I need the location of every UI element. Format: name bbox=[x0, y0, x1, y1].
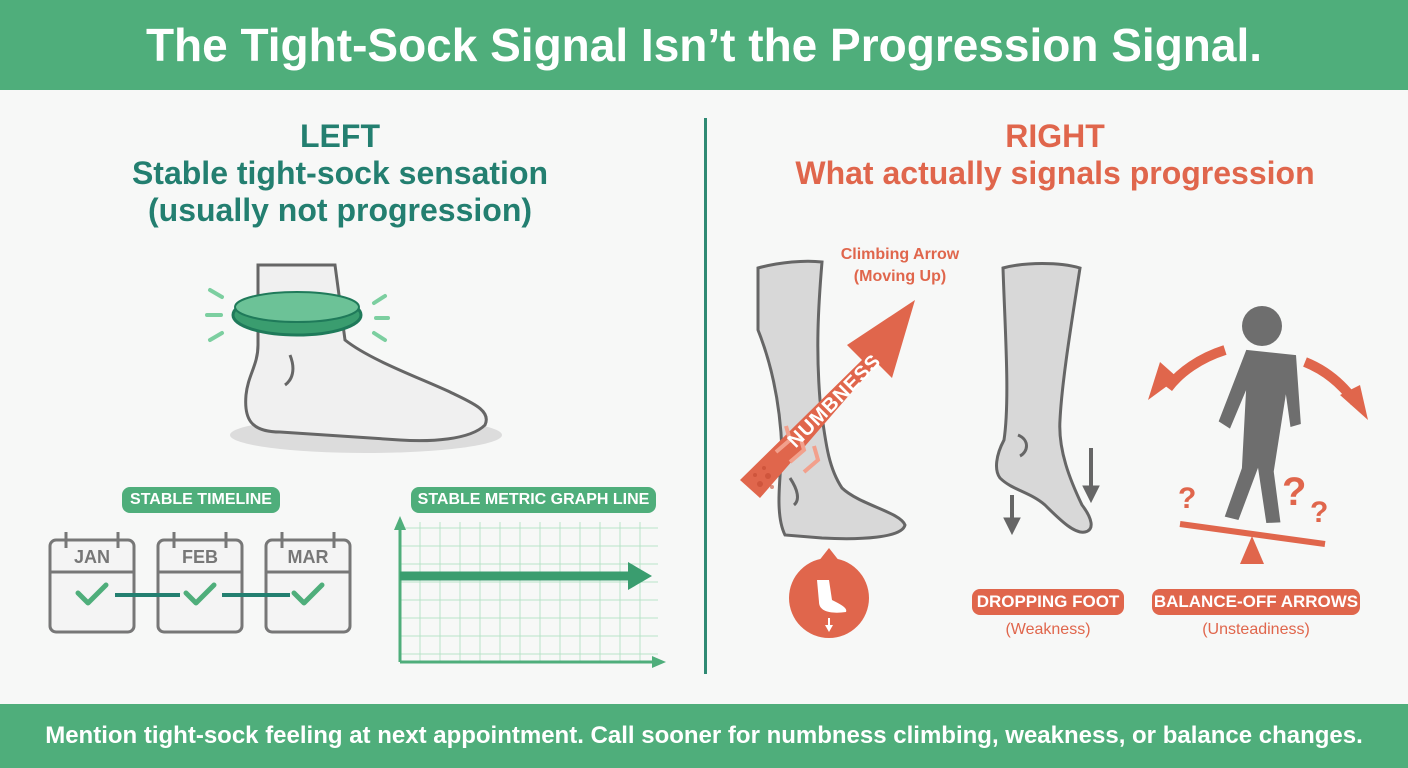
stable-metric-graph-label: STABLE METRIC GRAPH LINE bbox=[411, 487, 656, 513]
stable-timeline-calendars bbox=[48, 532, 352, 634]
climbing-arrow-line1: Climbing Arrow bbox=[840, 246, 960, 263]
checkmark-icons bbox=[75, 582, 325, 606]
balance-off-label: BALANCE-OFF ARROWS bbox=[1152, 589, 1360, 615]
page-title: The Tight-Sock Signal Isn’t the Progress… bbox=[145, 19, 1263, 71]
balance-off-sublabel: (Unsteadiness) bbox=[1202, 621, 1310, 638]
climbing-arrow-callout: Climbing Arrow (Moving Up) bbox=[820, 244, 980, 288]
svg-text:?: ? bbox=[1310, 496, 1328, 529]
footer-text: Mention tight-sock feeling at next appoi… bbox=[45, 722, 1363, 749]
stable-timeline-label: STABLE TIMELINE bbox=[122, 487, 280, 513]
calendar-month-mar: MAR bbox=[287, 547, 329, 567]
left-subheading-line2: (usually not progression) bbox=[147, 192, 533, 228]
stable-metric-graph bbox=[394, 516, 666, 668]
right-heading-block: RIGHT What actually signals progression bbox=[760, 118, 1350, 192]
left-heading-block: LEFT Stable tight-sock sensation (usuall… bbox=[60, 118, 620, 229]
title-banner: The Tight-Sock Signal Isn’t the Progress… bbox=[0, 0, 1408, 90]
numbness-climbing-arrow bbox=[740, 300, 915, 498]
tight-sock-foot-illustration bbox=[205, 263, 502, 453]
right-heading: RIGHT bbox=[1005, 118, 1105, 154]
right-subheading: What actually signals progression bbox=[795, 155, 1315, 191]
calendar-month-feb: FEB bbox=[182, 547, 218, 567]
calendar-month-jan: JAN bbox=[73, 547, 110, 567]
footer-banner: Mention tight-sock feeling at next appoi… bbox=[0, 704, 1408, 768]
dropping-foot-label: DROPPING FOOT bbox=[972, 589, 1124, 615]
balance-figure-illustration: ? ? ? bbox=[1148, 306, 1368, 564]
svg-text:?: ? bbox=[1282, 470, 1306, 514]
left-subheading-line1: Stable tight-sock sensation bbox=[131, 155, 549, 191]
svg-text:?: ? bbox=[1178, 482, 1196, 515]
center-divider bbox=[704, 118, 707, 674]
left-heading: LEFT bbox=[300, 118, 380, 154]
foot-warning-icon bbox=[789, 548, 869, 638]
climbing-arrow-line2: (Moving Up) bbox=[853, 268, 947, 285]
dropping-foot-illustration bbox=[995, 262, 1100, 536]
dropping-foot-sublabel: (Weakness) bbox=[1005, 621, 1091, 638]
